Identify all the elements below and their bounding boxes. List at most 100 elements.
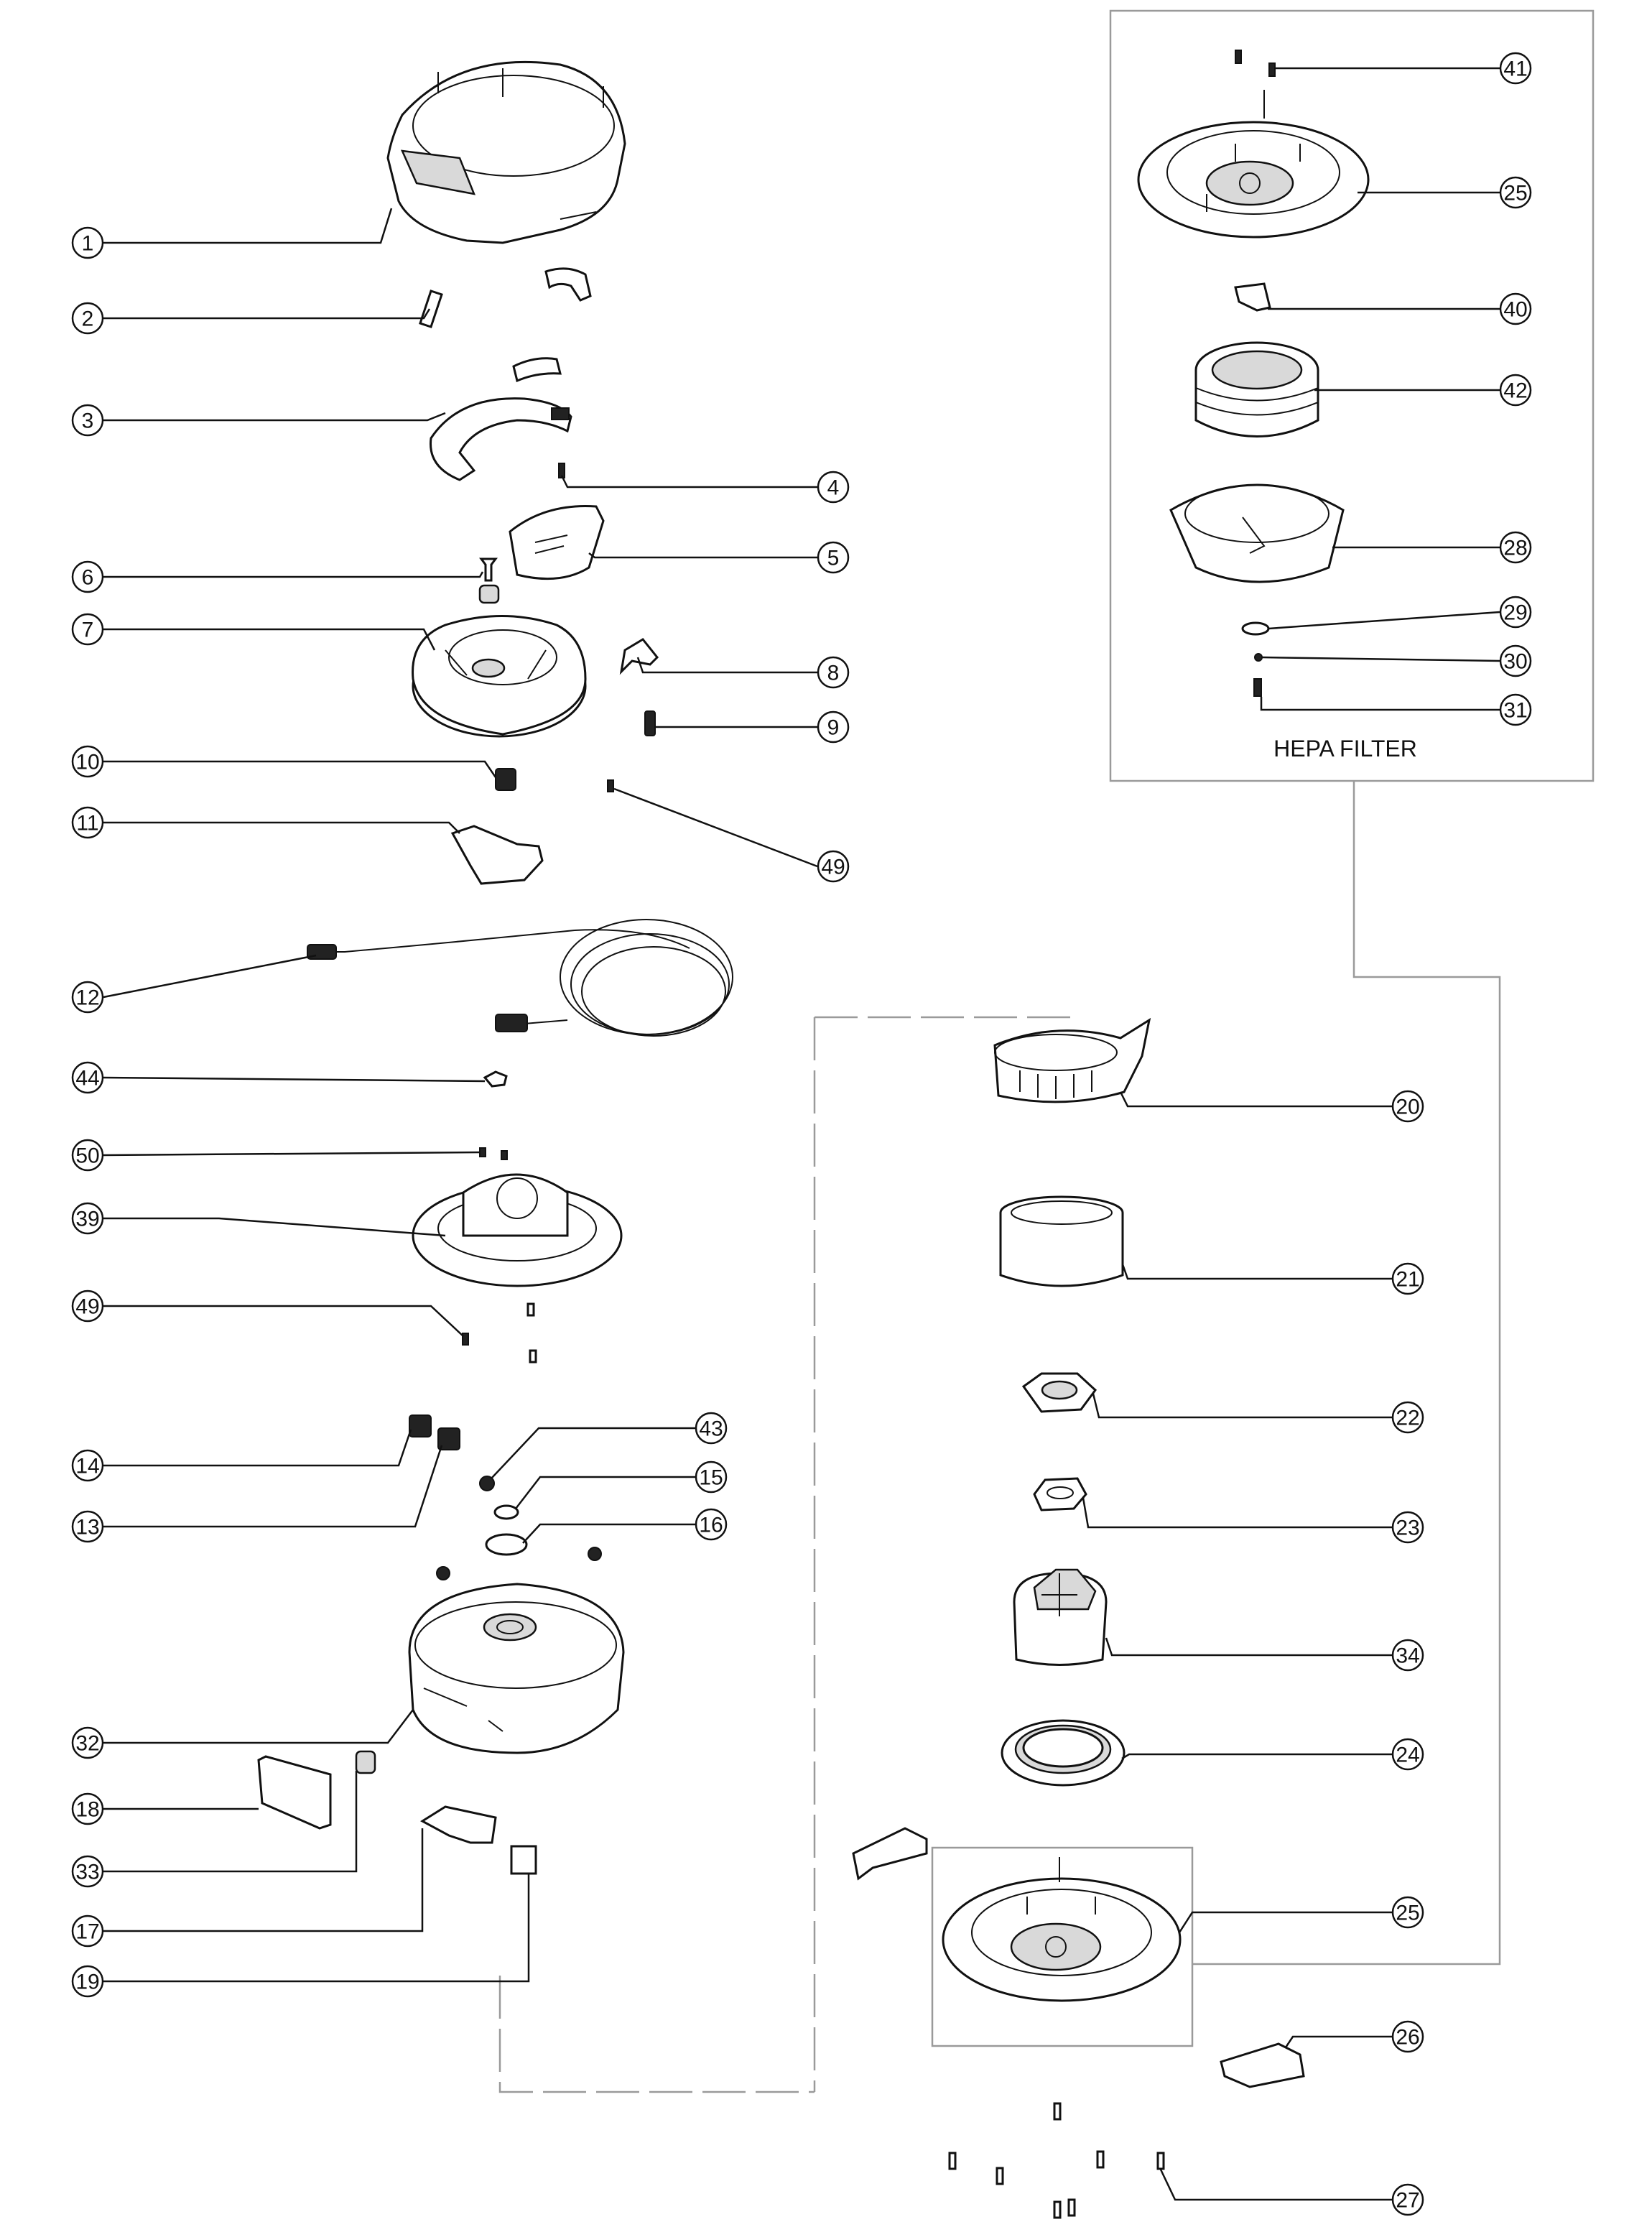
callout-c26: 26 xyxy=(1284,2020,1424,2053)
callout-circle xyxy=(71,806,104,839)
callout-circle xyxy=(817,710,850,744)
callout-c22: 22 xyxy=(1092,1393,1424,1434)
part-screw-49c xyxy=(526,1302,535,1317)
callout-number: 39 xyxy=(75,1208,99,1231)
callout-number: 31 xyxy=(1503,699,1527,723)
leader-line xyxy=(1082,1497,1392,1529)
callout-circle xyxy=(695,1412,728,1445)
callout-number: 20 xyxy=(1396,1096,1419,1119)
leader-line xyxy=(103,760,497,778)
callout-c19: 19 xyxy=(71,1874,530,1998)
part-housing-25-lower xyxy=(942,1857,1182,2002)
leader-line xyxy=(491,1427,695,1479)
callout-circle xyxy=(817,850,850,883)
callout-number: 43 xyxy=(699,1417,723,1441)
motor-group-dashed-frame xyxy=(498,1016,1070,2093)
callout-circle xyxy=(817,656,850,689)
callout-number: 25 xyxy=(1396,1902,1419,1925)
callout-circle xyxy=(71,1792,104,1825)
leader-line xyxy=(1159,2169,1392,2201)
part-screw-41b xyxy=(1268,62,1276,77)
callout-number: 26 xyxy=(1396,2026,1419,2050)
part-screw-50b xyxy=(501,1150,508,1160)
callout-circle xyxy=(1499,693,1532,726)
callout-c24: 24 xyxy=(1121,1738,1424,1771)
callout-circle xyxy=(71,404,104,437)
part-washer-15 xyxy=(493,1504,519,1520)
part-screw-31 xyxy=(1253,678,1262,697)
callout-c12: 12 xyxy=(71,954,317,1014)
callout-number: 32 xyxy=(75,1732,99,1756)
callout-circle xyxy=(1391,2020,1424,2053)
callout-number: 23 xyxy=(1396,1517,1419,1540)
part-label-plate-19 xyxy=(510,1845,537,1875)
leader-line xyxy=(515,1476,695,1509)
leader-line xyxy=(1260,697,1500,711)
callout-number: 14 xyxy=(75,1455,99,1478)
callout-number: 21 xyxy=(1396,1268,1419,1292)
part-handle-ring xyxy=(430,397,572,481)
callout-circle xyxy=(1391,1639,1424,1672)
callout-number: 6 xyxy=(82,566,94,590)
leader-line xyxy=(588,552,817,559)
leader-line xyxy=(103,954,317,999)
callout-c49a: 49 xyxy=(613,787,850,883)
part-ring-21 xyxy=(999,1195,1124,1287)
leader-line xyxy=(1284,2035,1392,2048)
callout-number: 1 xyxy=(82,232,94,256)
callout-number: 41 xyxy=(1503,57,1527,81)
part-bushing-6 xyxy=(478,584,500,604)
callout-c32: 32 xyxy=(71,1709,414,1759)
callout-c6: 6 xyxy=(71,560,484,593)
callout-circle xyxy=(71,1449,104,1482)
leader-line xyxy=(1119,1091,1392,1108)
callout-c7: 7 xyxy=(71,613,436,651)
callout-c13: 13 xyxy=(71,1445,443,1543)
callout-c43: 43 xyxy=(491,1412,728,1479)
part-filter-cap-17 xyxy=(420,1805,497,1844)
part-screw-41a xyxy=(1235,50,1242,64)
leader-line xyxy=(103,1217,446,1237)
leader-line xyxy=(613,787,818,868)
callout-circle xyxy=(1499,596,1532,629)
callout-c25b: 25 xyxy=(1178,1896,1424,1933)
callout-circle xyxy=(1499,374,1532,407)
part-screws-27 xyxy=(948,2102,1165,2219)
leader-line xyxy=(103,1076,486,1083)
callout-c33: 33 xyxy=(71,1771,358,1888)
callout-number: 44 xyxy=(75,1067,99,1091)
callout-c14: 14 xyxy=(71,1429,412,1482)
callout-circle xyxy=(71,613,104,646)
callout-circle xyxy=(71,1202,104,1235)
callout-number: 30 xyxy=(1503,650,1527,674)
callout-c42: 42 xyxy=(1314,374,1532,407)
callout-circle xyxy=(1391,1896,1424,1929)
callout-c9: 9 xyxy=(655,710,850,744)
callout-c10: 10 xyxy=(71,745,497,778)
part-screw-50a xyxy=(479,1147,486,1157)
callout-c2: 2 xyxy=(71,302,431,335)
callout-circle xyxy=(817,471,850,504)
part-top-cover xyxy=(386,60,626,244)
leader-line xyxy=(103,1429,412,1467)
part-washer-29 xyxy=(1241,621,1270,636)
callout-c30: 30 xyxy=(1261,644,1532,677)
callout-c8: 8 xyxy=(636,656,850,689)
leader-line xyxy=(103,1151,481,1157)
callout-c4: 4 xyxy=(560,471,850,504)
part-bracket-8 xyxy=(619,638,659,675)
leader-line xyxy=(1178,1911,1392,1933)
callout-number: 11 xyxy=(76,812,98,835)
part-screw-6 xyxy=(479,557,498,582)
part-cable-tie-44 xyxy=(483,1070,508,1088)
part-button-cap-lower xyxy=(512,357,562,383)
callout-number: 16 xyxy=(699,1514,723,1537)
part-latch-left xyxy=(852,1827,928,1881)
hepa-filter-box xyxy=(1109,9,1595,782)
part-button-cap-upper xyxy=(544,267,592,302)
callout-circle xyxy=(1391,1262,1424,1295)
callout-number: 29 xyxy=(1503,601,1527,625)
callout-c23: 23 xyxy=(1082,1497,1424,1544)
leader-line xyxy=(1105,1637,1392,1657)
